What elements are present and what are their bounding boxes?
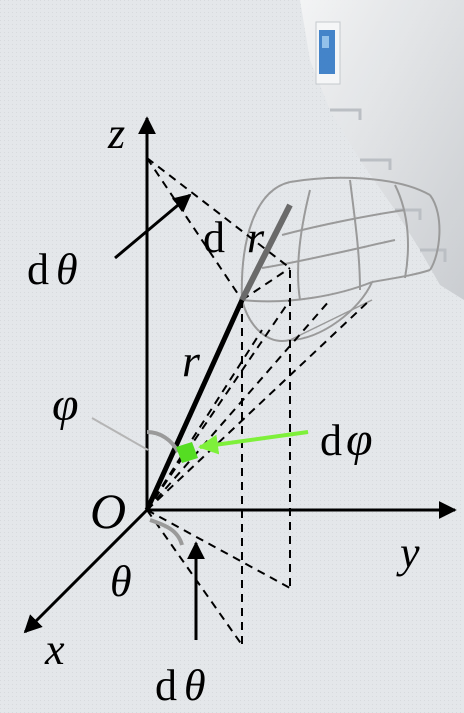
dtheta-top-pointer-arrow — [114, 193, 192, 260]
theta-angle-arc — [149, 518, 184, 546]
volume-element-highlight — [176, 442, 198, 463]
dphi-phi-part: φ — [346, 413, 373, 466]
dtheta-bottom-theta-part: θ — [184, 661, 206, 710]
origin-label: O — [90, 483, 126, 539]
dtheta-top-d-part: d — [27, 245, 49, 294]
dphi-pointer-arrow — [198, 430, 309, 455]
y-axis-label: y — [396, 528, 420, 577]
radius-vector — [144, 298, 245, 512]
dtheta-top-theta-part: θ — [56, 245, 78, 294]
dphi-d-part: d — [320, 416, 342, 465]
x-axis-line — [23, 508, 149, 634]
z-axis-label: z — [107, 109, 125, 158]
dphi-label: d φ — [320, 413, 373, 466]
radius-label: r — [182, 335, 201, 386]
dr-d-part: d — [203, 213, 225, 262]
phi-label: φ — [52, 378, 79, 431]
phi-leader-line — [91, 417, 149, 451]
dtheta-bottom-label: d θ — [155, 661, 206, 710]
dtheta-bottom-d-part: d — [155, 661, 177, 710]
dtheta-top-label: d θ — [27, 245, 78, 294]
phi-angle-arc — [146, 430, 180, 453]
theta-label: θ — [110, 557, 132, 606]
coordinate-axes — [23, 116, 457, 634]
dr-r-part: r — [247, 213, 265, 262]
staircase-decoration — [300, 0, 464, 300]
dr-label: d r — [203, 213, 265, 262]
x-axis-label: x — [44, 625, 65, 674]
dr-segment — [239, 203, 293, 302]
surface-element-wireframe — [240, 176, 441, 342]
